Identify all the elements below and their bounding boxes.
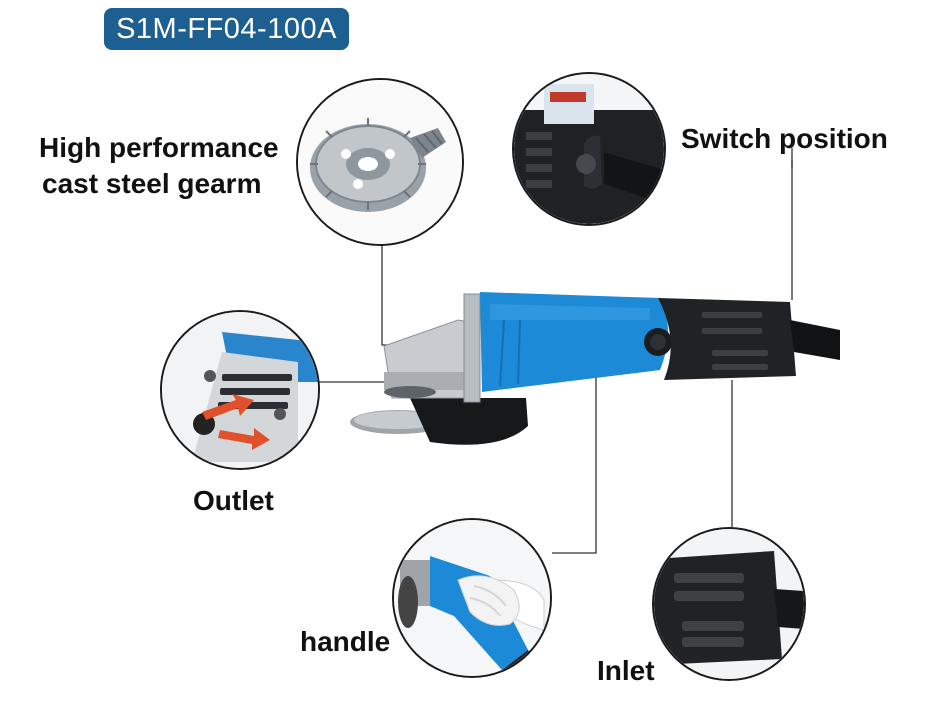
- gear-detail-circle: [296, 78, 464, 246]
- handle-callout-label: handle: [300, 626, 391, 657]
- handle-detail-circle: [392, 518, 552, 678]
- inlet-callout-label: Inlet: [597, 655, 655, 686]
- angle-grinder-product-image: [340, 280, 850, 470]
- switch-icon: [514, 74, 664, 224]
- outlet-vent-icon: [162, 312, 318, 468]
- switch-detail-circle: [512, 72, 666, 226]
- glove-hand-icon: [394, 520, 550, 676]
- gear-callout-label: High performance cast steel gearm: [39, 130, 279, 202]
- outlet-callout-label: Outlet: [193, 485, 274, 516]
- inlet-detail-circle: [652, 527, 806, 681]
- switch-callout-label: Switch position: [681, 123, 888, 154]
- gear-label-line2: cast steel gearm: [42, 168, 262, 199]
- angle-grinder-icon: [350, 292, 840, 445]
- inlet-vent-icon: [654, 529, 804, 679]
- outlet-detail-circle: [160, 310, 320, 470]
- model-badge: S1M-FF04-100A: [104, 8, 349, 50]
- gear-label-line1: High performance: [39, 132, 279, 163]
- gear-icon: [298, 80, 462, 244]
